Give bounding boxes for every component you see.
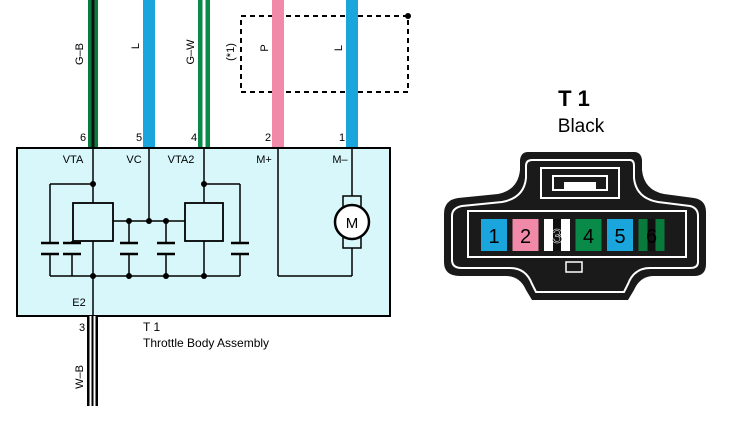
connector-pin-4: 4 <box>575 219 602 251</box>
terminal-m-minus: M– <box>332 154 348 166</box>
wire-code-pin5: L <box>130 43 142 49</box>
pin-number-1: 1 <box>339 132 345 144</box>
connector-pin-2: 2 <box>512 219 539 251</box>
terminal-vta2: VTA2 <box>168 154 195 166</box>
motor-label: M <box>346 215 359 232</box>
terminal-m-plus: M+ <box>256 154 272 166</box>
connector-pin-number: 5 <box>614 226 625 248</box>
connector-pin-6: 6 <box>638 219 665 251</box>
wire-pin6 <box>88 0 98 148</box>
wire-pin4 <box>198 0 210 148</box>
pin-number-5: 5 <box>136 132 142 144</box>
note-box-dot <box>405 13 411 19</box>
wire-code-pin1: L <box>333 45 345 51</box>
wire-code-pin2: P <box>259 44 271 51</box>
wire-code-pin6: G–B <box>74 43 86 65</box>
connector-pin-3: 3 <box>544 219 570 251</box>
connector-pin-number: 3 <box>551 226 562 248</box>
connector-pin-number: 1 <box>488 226 499 248</box>
terminal-vta: VTA <box>63 154 84 166</box>
connector-pin-number: 4 <box>583 226 594 248</box>
pin-number-2: 2 <box>265 132 271 144</box>
connector-pin-5: 5 <box>607 219 633 251</box>
connector-pin-number: 6 <box>646 226 657 248</box>
junction-dots <box>90 181 207 279</box>
note-ref: (*1) <box>225 43 237 61</box>
terminal-vc: VC <box>126 154 141 166</box>
component-code: T 1 <box>143 320 160 334</box>
wire-code-pin3: W–B <box>74 365 86 389</box>
sensor-element-vta <box>72 202 114 242</box>
wire-pin2 <box>272 0 284 148</box>
sensor-circuit <box>49 148 353 316</box>
wire-pin5 <box>143 0 155 148</box>
connector-pin-number: 2 <box>520 226 531 248</box>
motor-symbol <box>333 203 371 241</box>
capacitor-group <box>41 241 249 256</box>
pin-number-6: 6 <box>80 132 86 144</box>
sensor-element-vta2 <box>184 202 224 242</box>
pin-number-3: 3 <box>79 322 85 334</box>
terminal-e2: E2 <box>72 297 85 309</box>
connector-pin-1: 1 <box>481 219 507 251</box>
component-name: Throttle Body Assembly <box>143 336 269 350</box>
wire-pin1 <box>346 0 358 148</box>
pin-number-4: 4 <box>191 132 197 144</box>
note-dashed-box <box>240 15 409 93</box>
wire-pin3 <box>87 316 98 406</box>
connector-color-name: Black <box>558 116 605 137</box>
connector-title: T 1 <box>558 86 590 111</box>
wire-code-pin4: G–W <box>185 39 197 65</box>
